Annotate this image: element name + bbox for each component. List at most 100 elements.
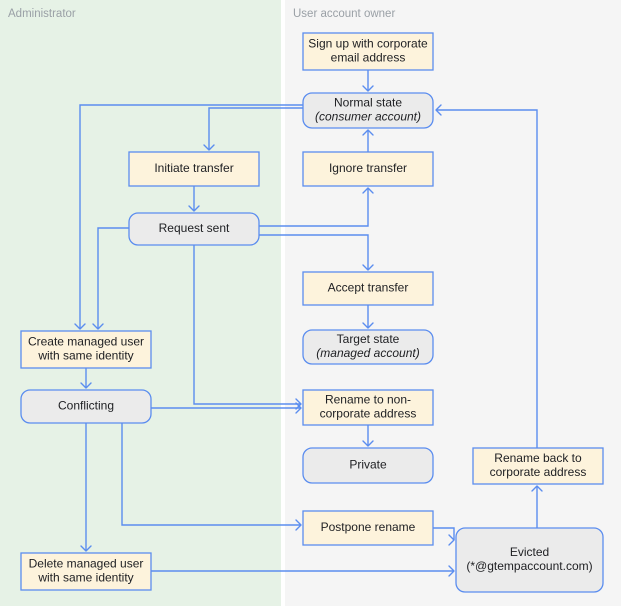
edge-conflicting-to-rename [151, 402, 302, 414]
edge-conflicting-to-delete-user [80, 423, 92, 552]
node-shape-state[interactable] [302, 92, 434, 129]
edge-initiate-to-request [188, 186, 200, 212]
edges-layer [74, 70, 543, 577]
arrowhead-icon [188, 205, 200, 212]
node-label-normal-state-line2: (consumer account) [315, 110, 421, 124]
arrowhead-icon [362, 440, 374, 447]
edge-line [193, 245, 301, 405]
node-shape-process[interactable] [302, 32, 434, 71]
edge-line [436, 109, 538, 448]
node-label-request-sent-line1: Request sent [159, 221, 230, 235]
swimlane-label-user-account-owner: User account owner [293, 8, 395, 20]
arrowhead-icon [362, 187, 374, 194]
node-label-postpone-rename-line1: Postpone rename [321, 520, 416, 534]
edge-signup-to-normal [362, 70, 374, 92]
node-label-evicted-line2: (*@gtempaccount.com) [466, 559, 592, 573]
node-postpone-rename[interactable]: Postpone rename [302, 510, 434, 546]
arrowhead-icon [295, 402, 302, 414]
node-shape-state[interactable] [302, 447, 434, 484]
node-label-normal-state-line1: Normal state [334, 96, 402, 110]
node-label-target-state-line2: (managed account) [316, 346, 419, 360]
arrowhead-icon [448, 565, 455, 577]
node-shape-process[interactable] [20, 330, 152, 369]
arrowhead-icon [80, 382, 92, 389]
node-shape-state[interactable] [20, 389, 152, 424]
node-evicted[interactable]: Evicted(*@gtempaccount.com) [455, 527, 604, 593]
node-conflicting[interactable]: Conflicting [20, 389, 152, 424]
node-shape-state[interactable] [455, 527, 604, 593]
node-shape-process[interactable] [302, 389, 434, 426]
node-shape-process[interactable] [20, 552, 152, 591]
arrowhead-icon [362, 85, 374, 92]
edge-normal-to-create-user [74, 104, 303, 330]
edge-line [259, 188, 369, 227]
node-label-private-line1: Private [349, 458, 387, 472]
edge-conflicting-to-postpone [121, 423, 302, 531]
node-label-rename-back-line1: Rename back to [494, 451, 582, 465]
node-rename-noncorporate[interactable]: Rename to non-corporate address [302, 389, 434, 426]
node-accept-transfer[interactable]: Accept transfer [302, 271, 434, 306]
edge-delete-user-to-evicted [151, 565, 455, 577]
swimlane-label-administrator: Administrator [8, 8, 76, 20]
swimlane-labels: Administrator User account owner [8, 8, 395, 20]
node-label-delete-managed-user-line1: Delete managed user [29, 557, 144, 571]
node-label-target-state-line1: Target state [337, 332, 400, 346]
node-label-evicted-line1: Evicted [510, 545, 549, 559]
node-label-ignore-transfer-line1: Ignore transfer [329, 161, 407, 175]
edge-request-to-accept [259, 234, 374, 271]
node-request-sent[interactable]: Request sent [128, 212, 260, 246]
edge-line [97, 227, 129, 329]
edge-rename-back-to-normal [435, 104, 538, 448]
swimlane-administrator [0, 0, 281, 606]
node-label-initiate-transfer-line1: Initiate transfer [154, 161, 233, 175]
arrowhead-icon [362, 129, 374, 136]
node-shape-process[interactable] [302, 151, 434, 187]
node-target-state[interactable]: Target state(managed account) [302, 329, 434, 365]
node-ignore-transfer[interactable]: Ignore transfer [302, 151, 434, 187]
edge-create-user-to-conflicting [80, 368, 92, 389]
edge-request-to-ignore [259, 187, 374, 227]
node-label-accept-transfer-line1: Accept transfer [328, 281, 409, 295]
arrowhead-icon [74, 323, 86, 330]
node-label-rename-noncorporate-line1: Rename to non- [325, 393, 411, 407]
edge-evicted-to-rename-back [531, 485, 543, 528]
node-initiate-transfer[interactable]: Initiate transfer [128, 151, 260, 187]
edge-normal-to-initiate [203, 107, 303, 151]
node-shape-process[interactable] [472, 447, 604, 485]
arrowhead-icon [80, 545, 92, 552]
edge-line [259, 234, 369, 270]
arrowhead-icon [448, 534, 455, 546]
edge-postpone-to-evicted [433, 527, 455, 546]
edge-line [121, 423, 301, 526]
node-label-delete-managed-user-line2: with same identity [37, 571, 133, 585]
node-label-rename-back-line2: corporate address [490, 465, 587, 479]
node-label-conflicting-line1: Conflicting [58, 399, 114, 413]
arrowhead-icon [92, 323, 104, 330]
edge-request-to-create-user [92, 227, 129, 330]
node-normal-state[interactable]: Normal state(consumer account) [302, 92, 434, 129]
edge-accept-to-target [362, 305, 374, 329]
node-shape-state[interactable] [302, 329, 434, 365]
node-shape-process[interactable] [302, 271, 434, 306]
node-shape-process[interactable] [128, 151, 260, 187]
arrowhead-icon [295, 519, 302, 531]
edge-rename-to-private [362, 425, 374, 447]
node-label-sign-up-line1: Sign up with corporate [308, 37, 428, 51]
arrowhead-icon [435, 104, 442, 116]
node-label-sign-up-line2: email address [331, 51, 406, 65]
node-label-create-managed-user-line1: Create managed user [28, 335, 144, 349]
node-private[interactable]: Private [302, 447, 434, 484]
node-label-rename-noncorporate-line2: corporate address [320, 407, 417, 421]
edge-line [433, 527, 455, 540]
node-shape-state[interactable] [128, 212, 260, 246]
node-label-create-managed-user-line2: with same identity [37, 349, 133, 363]
node-shape-process[interactable] [302, 510, 434, 546]
edge-line [208, 107, 303, 150]
